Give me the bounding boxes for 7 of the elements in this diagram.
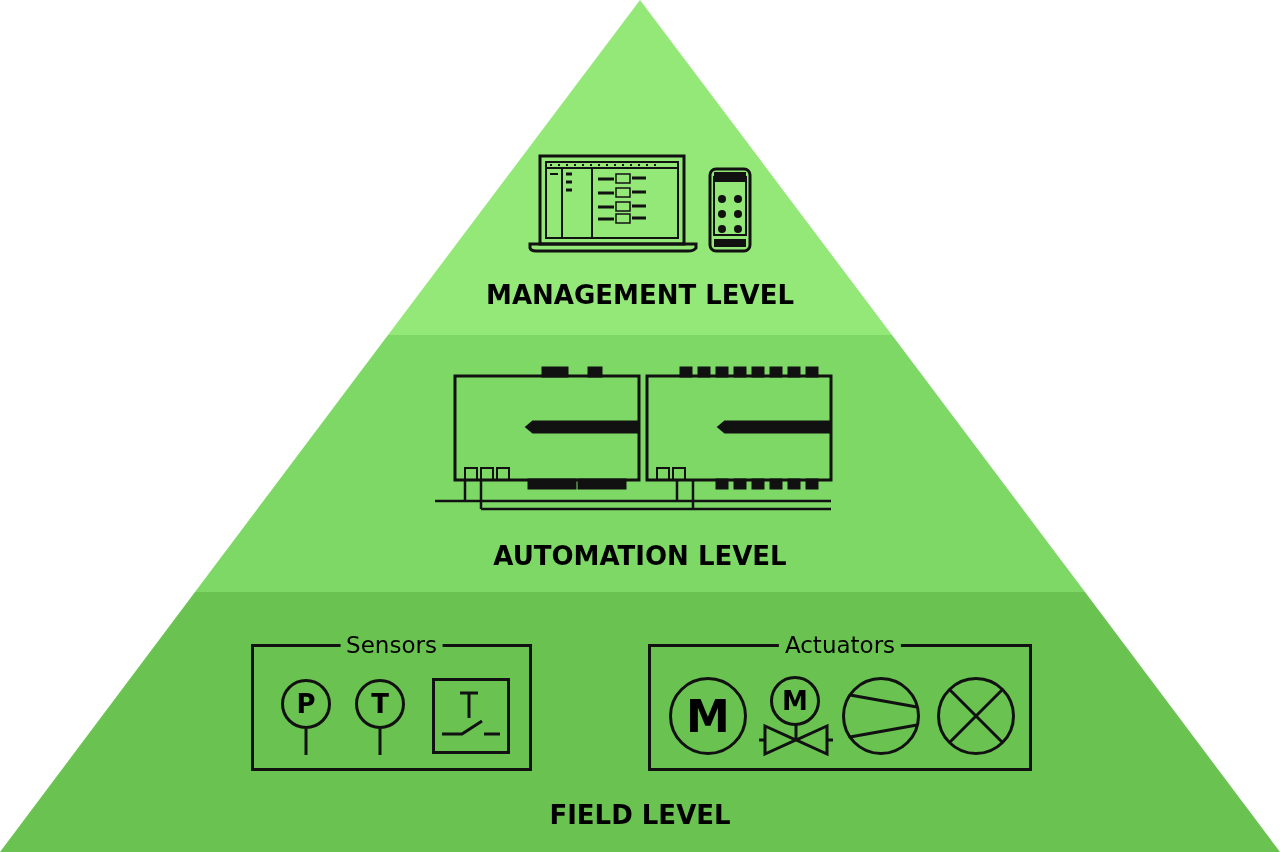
level-title: AUTOMATION LEVEL <box>492 541 788 571</box>
instrument-symbol: M <box>770 676 820 726</box>
level-title: MANAGEMENT LEVEL <box>485 280 795 310</box>
level-title: FIELD LEVEL <box>548 800 732 830</box>
instrument-symbol: P <box>281 679 331 729</box>
instrument-symbol: M <box>669 677 747 755</box>
instrument-symbol: T <box>355 679 405 729</box>
